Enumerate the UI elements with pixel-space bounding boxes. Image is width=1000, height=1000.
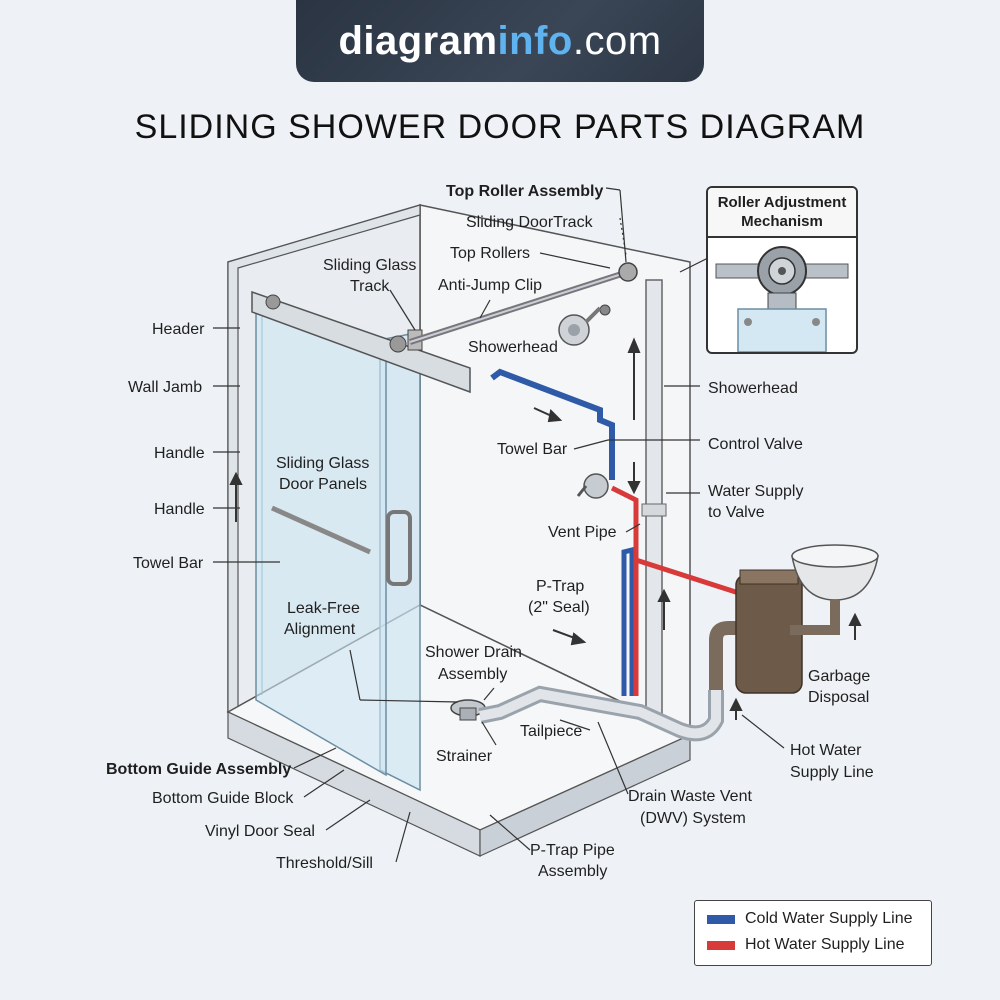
label-header: Header — [152, 321, 205, 338]
label-vinyl-door-seal: Vinyl Door Seal — [205, 823, 315, 840]
label-sliding-door-track: Sliding DoorTrack — [466, 214, 594, 231]
label-sliding-glass-track-2: Track — [350, 278, 390, 295]
label-showerhead-right: Showerhead — [708, 380, 798, 397]
label-towel-bar-left: Towel Bar — [133, 555, 204, 572]
label-bottom-guide-assembly: Bottom Guide Assembly — [106, 761, 291, 778]
label-sliding-glass-track-1: Sliding Glass — [323, 257, 416, 274]
label-strainer: Strainer — [436, 748, 493, 765]
label-anti-jump-clip: Anti-Jump Clip — [438, 277, 542, 294]
label-showerhead-inner: Showerhead — [468, 339, 558, 356]
label-garbage-1: Garbage — [808, 668, 870, 685]
label-ptrap-pipe-1: P-Trap Pipe — [530, 842, 615, 859]
legend-swatch-hot — [707, 940, 735, 950]
label-sliding-panels-1: Sliding Glass — [276, 455, 369, 472]
label-handle-1: Handle — [154, 445, 205, 462]
legend-label-cold: Cold Water Supply Line — [745, 910, 913, 927]
roller-adjustment-inset: Roller Adjustment Mechanism — [706, 186, 858, 354]
inset-title-line-2: Mechanism — [741, 213, 823, 230]
label-drain-assembly-2: Assembly — [438, 666, 507, 683]
cold-water-line — [490, 368, 615, 480]
label-top-rollers: Top Rollers — [450, 245, 530, 262]
legend-label-hot: Hot Water Supply Line — [745, 936, 905, 953]
p-trap — [709, 621, 750, 690]
label-handle-2: Handle — [154, 501, 205, 518]
label-bottom-guide-block: Bottom Guide Block — [152, 790, 294, 807]
inset-title: Roller Adjustment Mechanism — [708, 188, 856, 238]
label-drain-assembly-1: Shower Drain — [425, 644, 522, 661]
flow-arrows — [229, 337, 862, 720]
label-control-valve: Control Valve — [708, 436, 803, 453]
page-title: SLIDING SHOWER DOOR PARTS DIAGRAM — [134, 108, 866, 146]
label-threshold: Threshold/Sill — [276, 855, 373, 872]
brand-part-diagram: diagram — [338, 18, 498, 63]
glass-panel-front — [255, 298, 387, 777]
vent-pipe — [645, 279, 663, 721]
label-towel-bar-mid: Towel Bar — [497, 441, 568, 458]
label-ptrap-pipe-2: Assembly — [538, 863, 607, 880]
label-water-supply-2: to Valve — [708, 504, 765, 521]
label-dwv-1: Drain Waste Vent — [628, 788, 752, 805]
roller-mechanism-drawing — [715, 246, 849, 352]
label-tailpiece: Tailpiece — [520, 723, 582, 740]
brand-part-domain: .com — [572, 18, 662, 63]
label-ptrap-2: (2" Seal) — [528, 599, 590, 616]
door-handle — [386, 510, 412, 586]
label-wall-jamb: Wall Jamb — [128, 379, 202, 396]
inset-title-line-1: Roller Adjustment — [717, 194, 847, 211]
label-dwv-2: (DWV) System — [640, 810, 746, 827]
label-top-roller-assembly: Top Roller Assembly — [446, 183, 603, 200]
label-vent-pipe: Vent Pipe — [548, 524, 617, 541]
label-sliding-panels-2: Door Panels — [279, 476, 367, 493]
legend-swatch-cold — [707, 914, 735, 924]
label-ptrap-1: P-Trap — [536, 578, 584, 595]
label-leak-free-2: Alignment — [284, 621, 356, 638]
label-hot-water-2: Supply Line — [790, 764, 874, 781]
label-hot-water-1: Hot Water — [790, 742, 862, 759]
label-water-supply-1: Water Supply — [708, 483, 803, 500]
brand-part-info: info — [497, 18, 573, 63]
legend-item-cold: Cold Water Supply Line — [707, 910, 913, 928]
towel-bar — [270, 505, 372, 555]
label-garbage-2: Disposal — [808, 689, 869, 706]
legend: Cold Water Supply Line Hot Water Supply … — [694, 900, 932, 966]
hot-water-line — [610, 485, 639, 696]
control-valve — [583, 473, 609, 499]
legend-item-hot: Hot Water Supply Line — [707, 936, 904, 954]
label-leak-free-1: Leak-Free — [287, 600, 360, 617]
